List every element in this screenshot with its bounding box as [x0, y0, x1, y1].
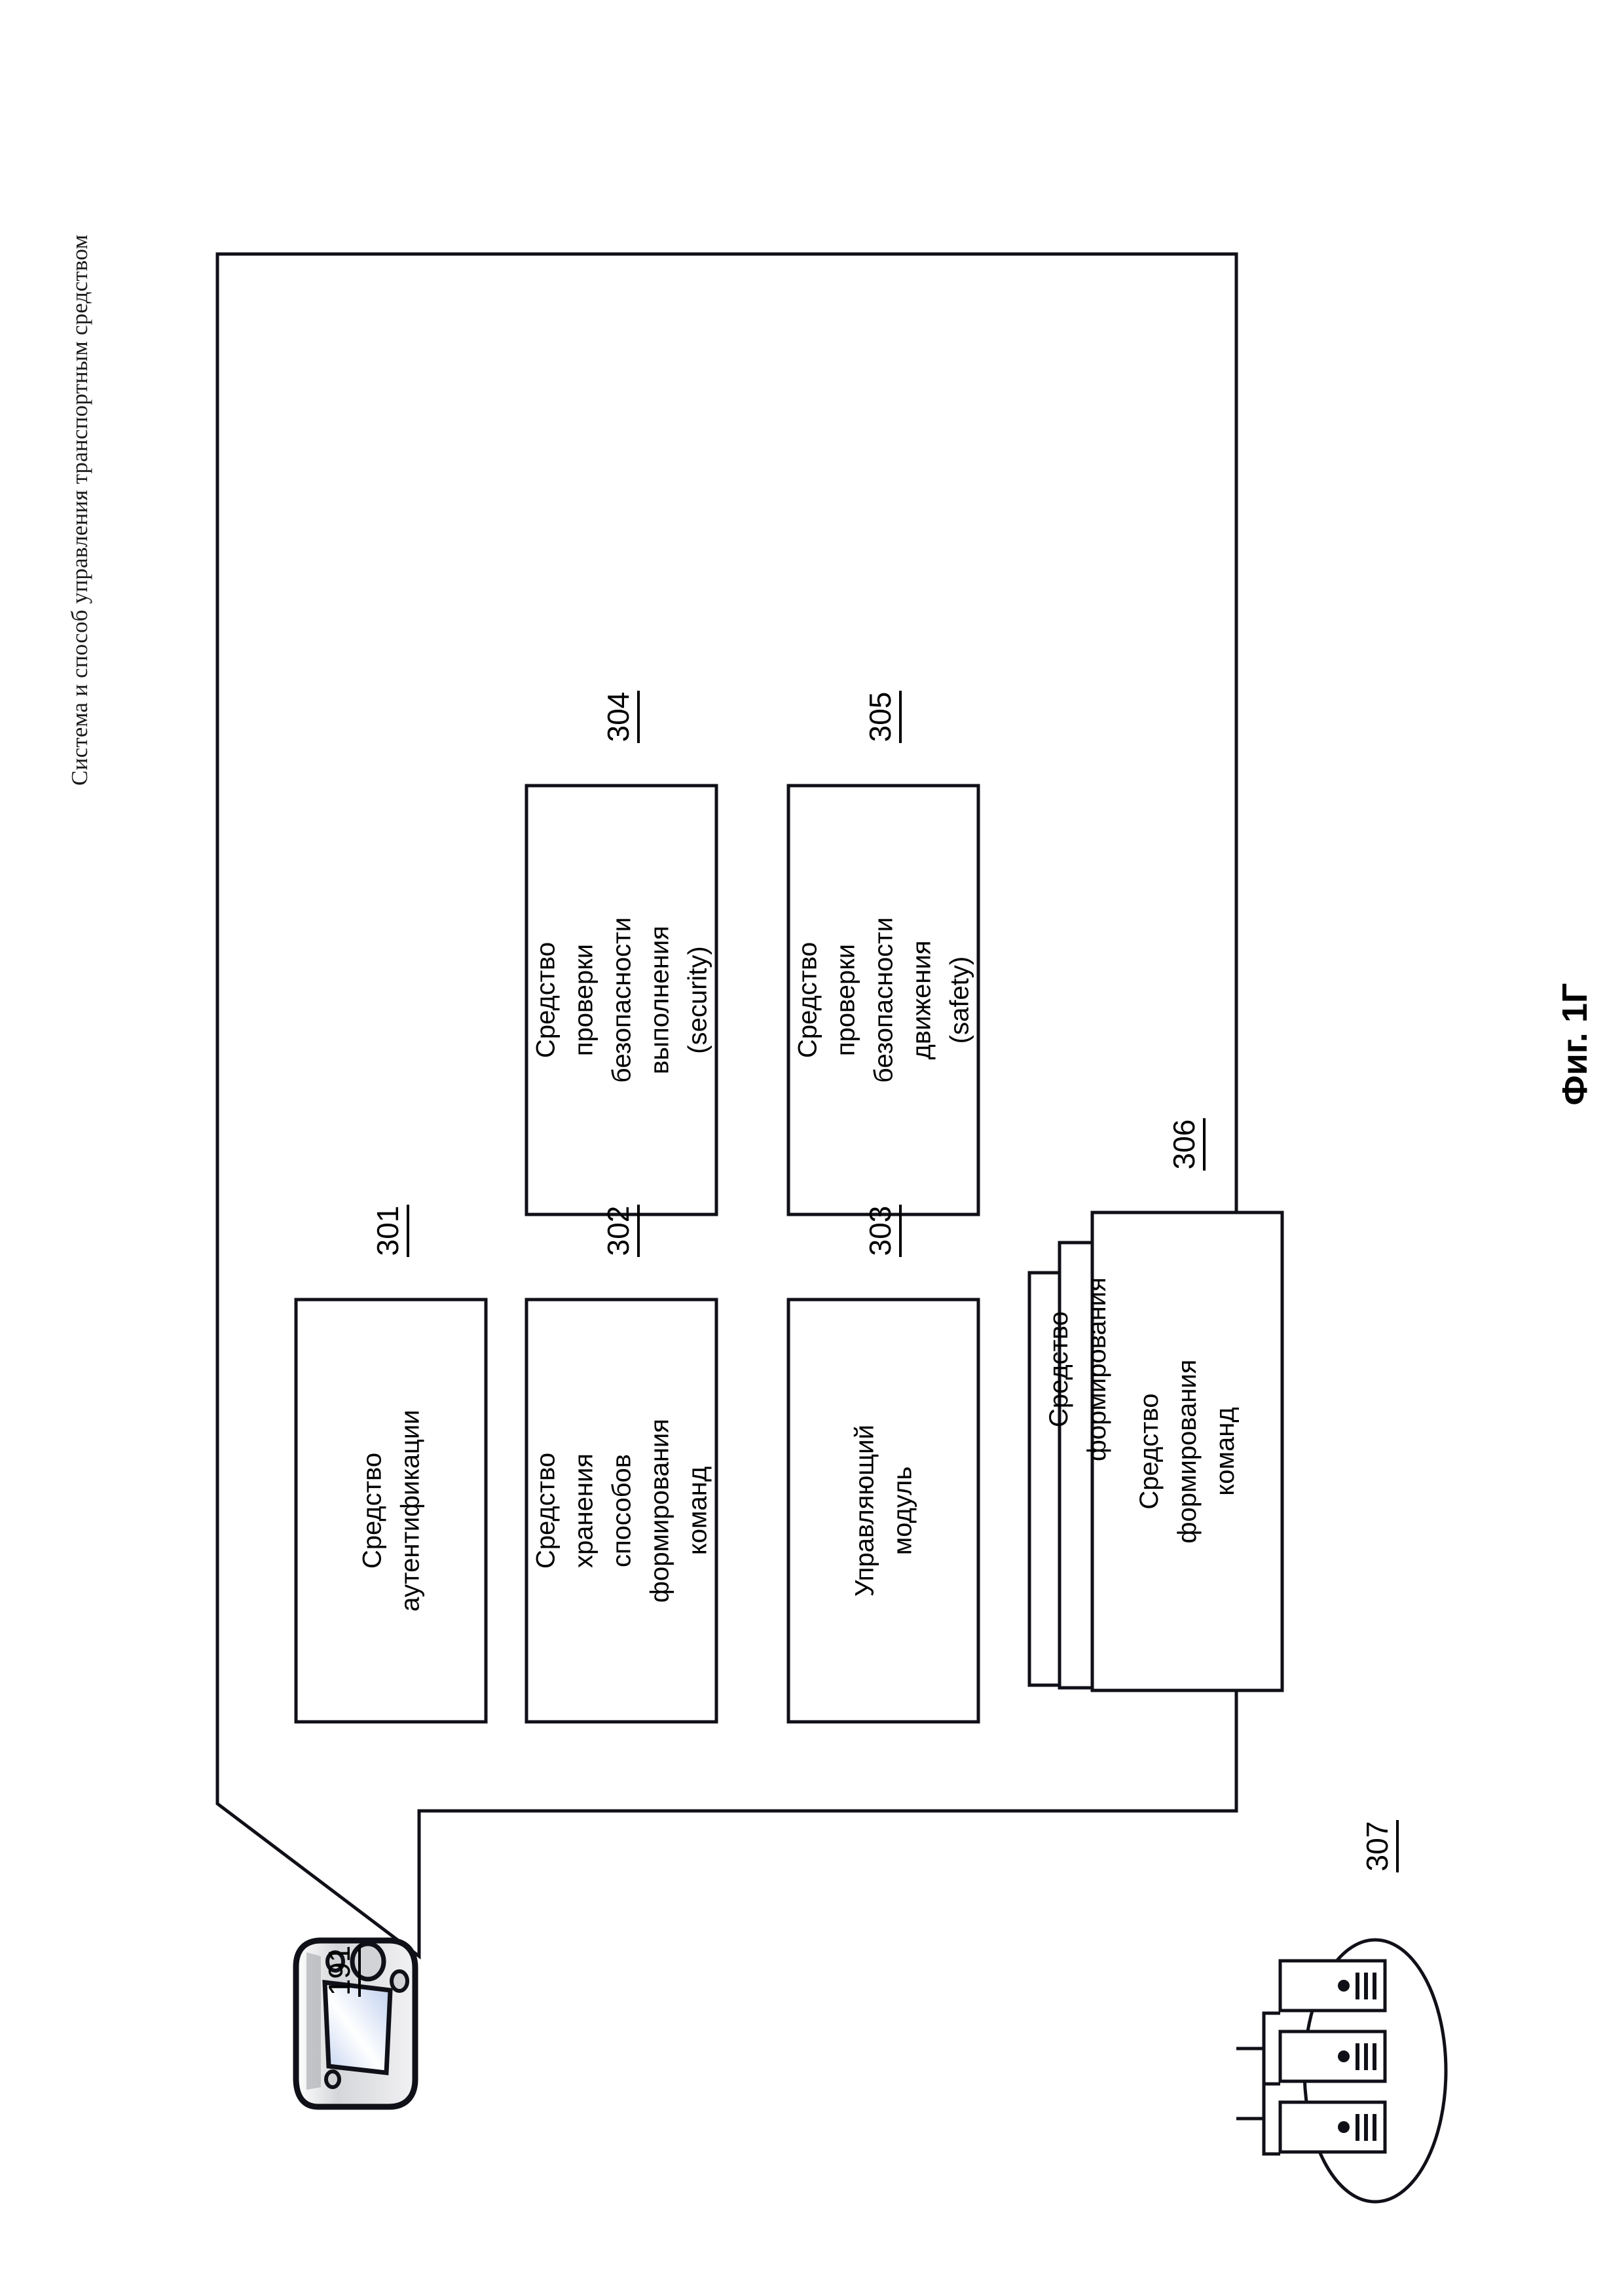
block-302-ref: 302 [603, 1106, 643, 1355]
server-cluster-icon [1236, 1940, 1446, 2202]
block-303-ref: 303 [865, 1106, 905, 1355]
block-301-ref: 301 [373, 1106, 413, 1355]
block-301 [296, 1300, 486, 1722]
block-306-ref: 306 [1169, 1020, 1209, 1269]
block-304-ref: 304 [603, 592, 643, 841]
server-cluster-ref: 307 [1362, 1722, 1402, 1971]
block-302 [526, 1300, 716, 1722]
mobile-device-ref: 191 [324, 1846, 364, 2095]
block-305-ref: 305 [865, 592, 905, 841]
block-306-front [1092, 1212, 1282, 1690]
block-303 [788, 1300, 978, 1722]
